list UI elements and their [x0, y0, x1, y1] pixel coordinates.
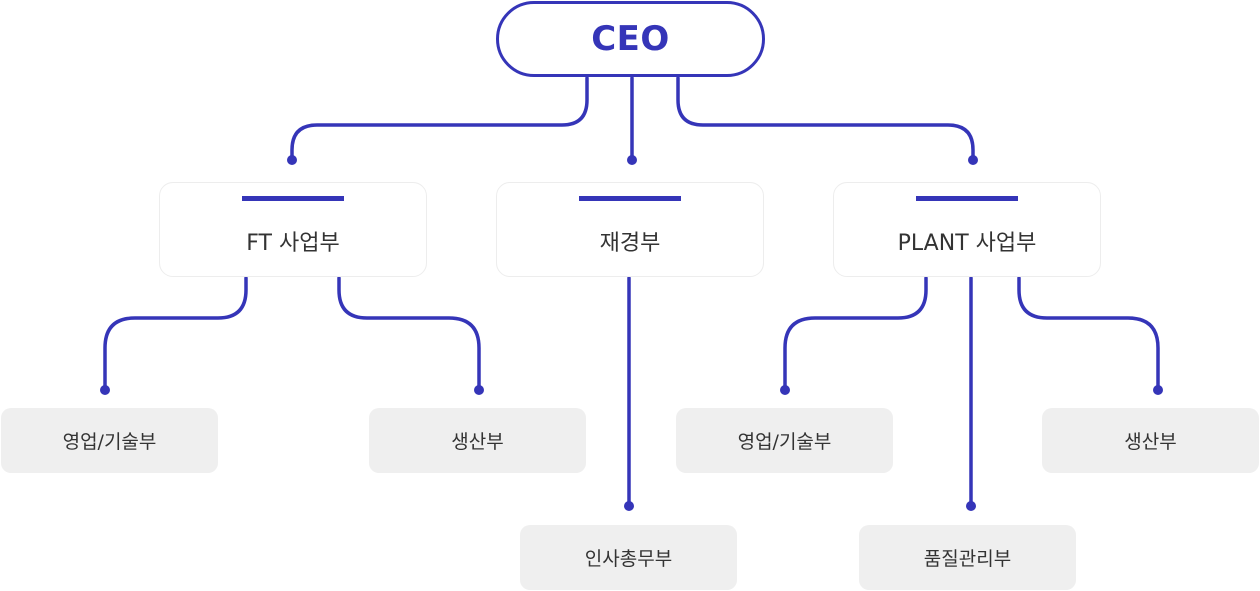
department-plant-label: PLANT 사업부 [897, 230, 1037, 256]
dot-plant-production [1153, 385, 1163, 395]
team-ft-production: 생산부 [369, 408, 586, 473]
team-finance-hr-label: 인사총무부 [584, 548, 673, 570]
connector-ft-sales [103, 276, 248, 392]
department-ft: FT 사업부 [159, 182, 427, 277]
department-accent-bar [916, 196, 1018, 201]
department-finance-label: 재경부 [599, 230, 661, 256]
dot-ft [287, 155, 297, 165]
department-accent-bar [579, 196, 681, 201]
ceo-label: CEO [591, 19, 670, 59]
team-plant-production: 생산부 [1042, 408, 1259, 473]
dot-finance-hr [624, 501, 634, 511]
dot-finance [627, 155, 637, 165]
team-ft-production-label: 생산부 [451, 431, 504, 453]
team-ft-sales-label: 영업/기술부 [62, 431, 157, 453]
team-plant-quality-label: 품질관리부 [923, 548, 1012, 570]
team-plant-sales-label: 영업/기술부 [737, 431, 832, 453]
department-accent-bar [242, 196, 344, 201]
department-plant: PLANT 사업부 [833, 182, 1101, 277]
dot-ft-production [474, 385, 484, 395]
team-plant-quality: 품질관리부 [859, 525, 1076, 590]
connector-ceo-plant [676, 76, 975, 162]
department-ft-label: FT 사업부 [246, 230, 340, 256]
connector-plant-sales [783, 276, 928, 392]
team-ft-sales: 영업/기술부 [1, 408, 218, 473]
department-finance: 재경부 [496, 182, 764, 277]
team-plant-production-label: 생산부 [1124, 431, 1177, 453]
dot-plant-sales [780, 385, 790, 395]
dot-plant [968, 155, 978, 165]
ceo-node: CEO [496, 1, 765, 77]
connector-ft-production [337, 276, 481, 392]
dot-ft-sales [100, 385, 110, 395]
dot-plant-quality [966, 501, 976, 511]
connector-ceo-ft [290, 76, 589, 162]
team-plant-sales: 영업/기술부 [676, 408, 893, 473]
team-finance-hr: 인사총무부 [520, 525, 737, 590]
connector-plant-production [1017, 276, 1160, 392]
